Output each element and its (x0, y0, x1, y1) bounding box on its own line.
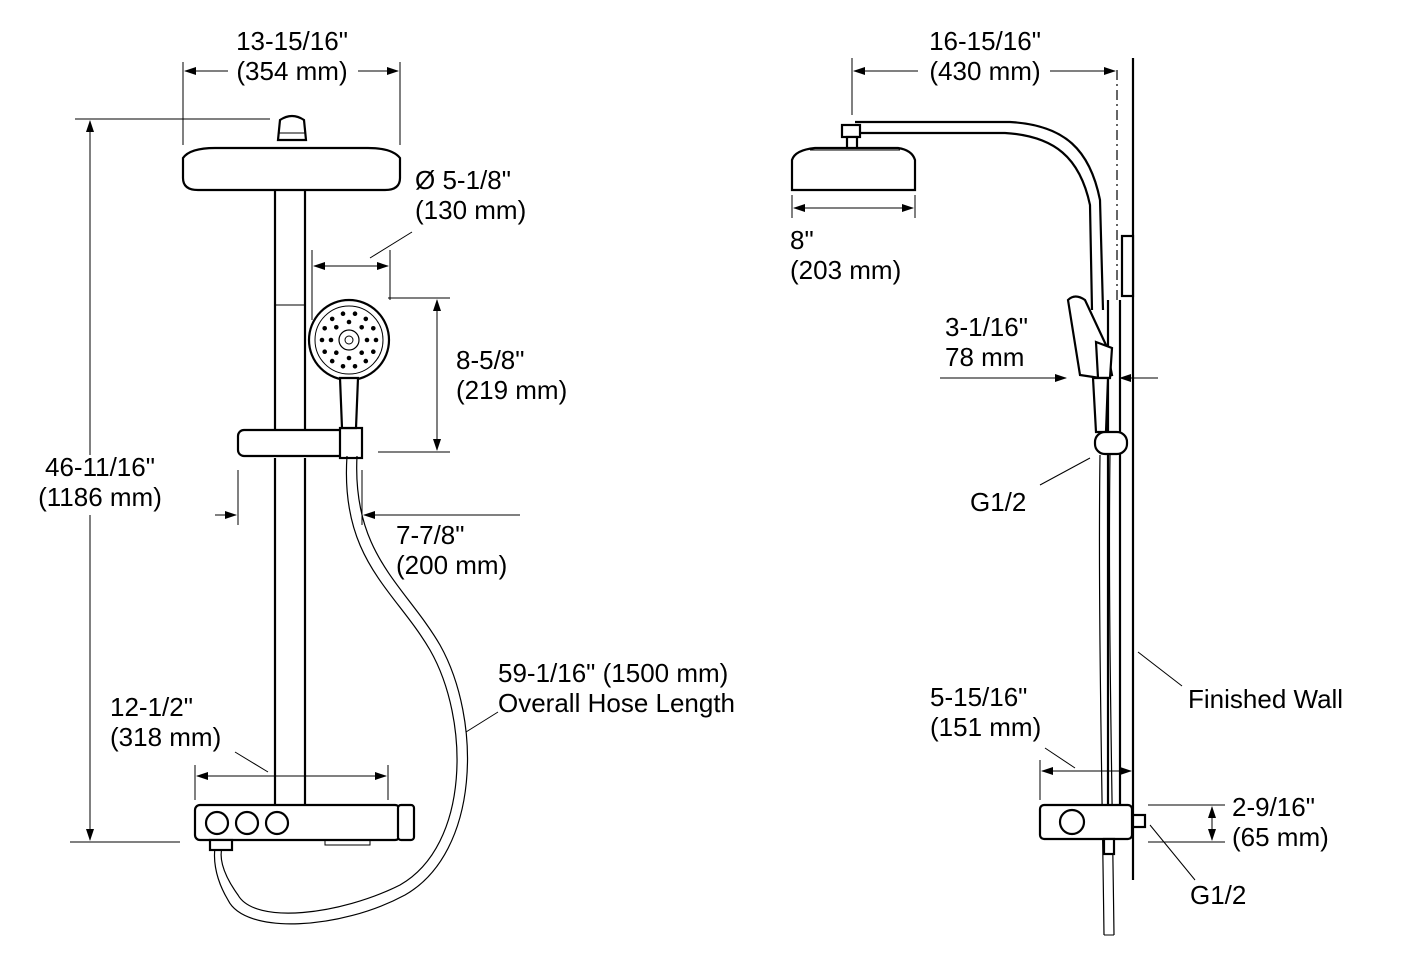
holder-side (1093, 430, 1129, 456)
dim-hand-shower-height (378, 297, 450, 453)
label-total-height-metric: (1186 mm) (38, 482, 162, 512)
label-total-height: 46-11/16" (1186 mm) (20, 452, 180, 512)
front-view (70, 62, 520, 925)
label-head-width: 13-15/16" (354 mm) (212, 26, 372, 86)
hose-side (1098, 454, 1115, 936)
nozzle-dot (334, 325, 339, 330)
label-inlet-connection: G1/2 (1190, 880, 1247, 910)
label-inlet-spacing-imperial: 12-1/2" (110, 692, 193, 722)
nozzle-dot (352, 364, 358, 369)
nozzle-dot (346, 319, 352, 325)
leader-hose-connection (1039, 457, 1091, 486)
label-hand-shower-diameter-imperial: Ø 5-1/8" (415, 165, 511, 195)
hand-shower (307, 298, 391, 430)
label-finished-wall: Finished Wall (1188, 684, 1344, 714)
label-head-width-metric: (354 mm) (236, 56, 348, 86)
label-head-diameter-imperial: 8" (790, 225, 814, 255)
hand-shower-side (1066, 295, 1114, 434)
label-hose-length-line2: Overall Hose Length (498, 688, 736, 718)
label-hand-shower-diameter-metric: (130 mm) (415, 195, 527, 225)
leader-inlet-connection (1149, 824, 1196, 881)
overhead-shower-head (181, 114, 402, 192)
nozzle-dot (359, 350, 365, 356)
leader-finished-wall (1137, 651, 1183, 687)
label-valve-projection-metric: (151 mm) (930, 712, 1042, 742)
nozzle-dot (340, 364, 346, 369)
dim-head-diameter (791, 195, 916, 218)
label-arm-projection-metric: (430 mm) (929, 56, 1041, 86)
nozzle-dot (359, 325, 365, 330)
label-valve-projection: 5-15/16" (151 mm) (930, 682, 1041, 742)
nozzle-dot (334, 350, 339, 356)
nozzle-dot (322, 326, 328, 331)
shower-hose (213, 455, 468, 925)
label-inlet-spacing-metric: (318 mm) (110, 722, 222, 752)
nozzle-dot (364, 337, 370, 343)
label-valve-height-metric: (65 mm) (1232, 822, 1329, 852)
label-hand-shower-height-metric: (219 mm) (456, 375, 568, 405)
nozzle-dot (363, 316, 369, 322)
label-holder-offset: 7-7/8" (200 mm) (396, 520, 507, 580)
label-hand-shower-height: 8-5/8" (219 mm) (456, 345, 567, 405)
nozzle-dot (319, 337, 325, 343)
dim-hand-shower-diameter (311, 231, 413, 320)
label-hand-shower-height-imperial: 8-5/8" (456, 345, 525, 375)
thermostat-mixer (193, 803, 416, 852)
nozzle-dot (328, 337, 334, 343)
label-head-diameter: 8" (203 mm) (790, 225, 901, 285)
label-hand-shower-depth-imperial: 3-1/16" (945, 312, 1028, 342)
shower-rail (273, 188, 307, 805)
label-hand-shower-depth: 3-1/16" 78 mm (945, 312, 1028, 372)
label-valve-height-imperial: 2-9/16" (1232, 792, 1315, 822)
nozzle-dot (346, 355, 352, 361)
finished-wall (1116, 58, 1135, 880)
dim-inlet-spacing (194, 751, 389, 800)
dim-total-height (70, 118, 270, 843)
dim-head-width (182, 62, 401, 145)
label-arm-projection: 16-15/16" (430 mm) (905, 26, 1065, 86)
label-hand-shower-diameter: Ø 5-1/8" (130 mm) (415, 165, 526, 225)
nozzle-dot (363, 358, 369, 364)
nozzle-dot (329, 316, 335, 322)
nozzle-dot (322, 349, 328, 355)
label-holder-offset-metric: (200 mm) (396, 550, 508, 580)
overhead-head-side (790, 146, 917, 192)
dim-valve-height (1148, 804, 1225, 843)
label-hose-connection: G1/2 (970, 487, 1027, 517)
nozzle-dot (329, 358, 335, 364)
dim-holder-offset (215, 470, 520, 525)
nozzle-dot (340, 311, 346, 317)
label-hose-length-line1: 59-1/16" (1500 mm) (498, 658, 729, 688)
label-hose-length: 59-1/16" (1500 mm) Overall Hose Length (498, 658, 735, 718)
nozzle-dot (371, 349, 376, 355)
nozzle-dot (373, 337, 379, 343)
label-inlet-spacing: 12-1/2" (318 mm) (110, 692, 221, 752)
label-arm-projection-imperial: 16-15/16" (929, 26, 1041, 56)
nozzle-dot (371, 326, 376, 331)
label-head-diameter-metric: (203 mm) (790, 255, 902, 285)
wall-bracket (1120, 234, 1135, 298)
label-hand-shower-depth-metric: 78 mm (945, 342, 1025, 372)
side-view (790, 58, 1225, 936)
slide-holder (236, 426, 364, 460)
nozzle-dot (352, 311, 358, 317)
shower-arm (840, 120, 1105, 311)
dim-valve-projection (1039, 747, 1132, 800)
thermostat-side (1038, 803, 1147, 856)
label-holder-offset-imperial: 7-7/8" (396, 520, 465, 550)
label-head-width-imperial: 13-15/16" (236, 26, 348, 56)
label-valve-projection-imperial: 5-15/16" (930, 682, 1028, 712)
dim-arm-projection (851, 58, 1116, 115)
dim-hose-length-leader (465, 711, 499, 733)
label-total-height-imperial: 46-11/16" (45, 452, 155, 482)
label-valve-height: 2-9/16" (65 mm) (1232, 792, 1329, 852)
